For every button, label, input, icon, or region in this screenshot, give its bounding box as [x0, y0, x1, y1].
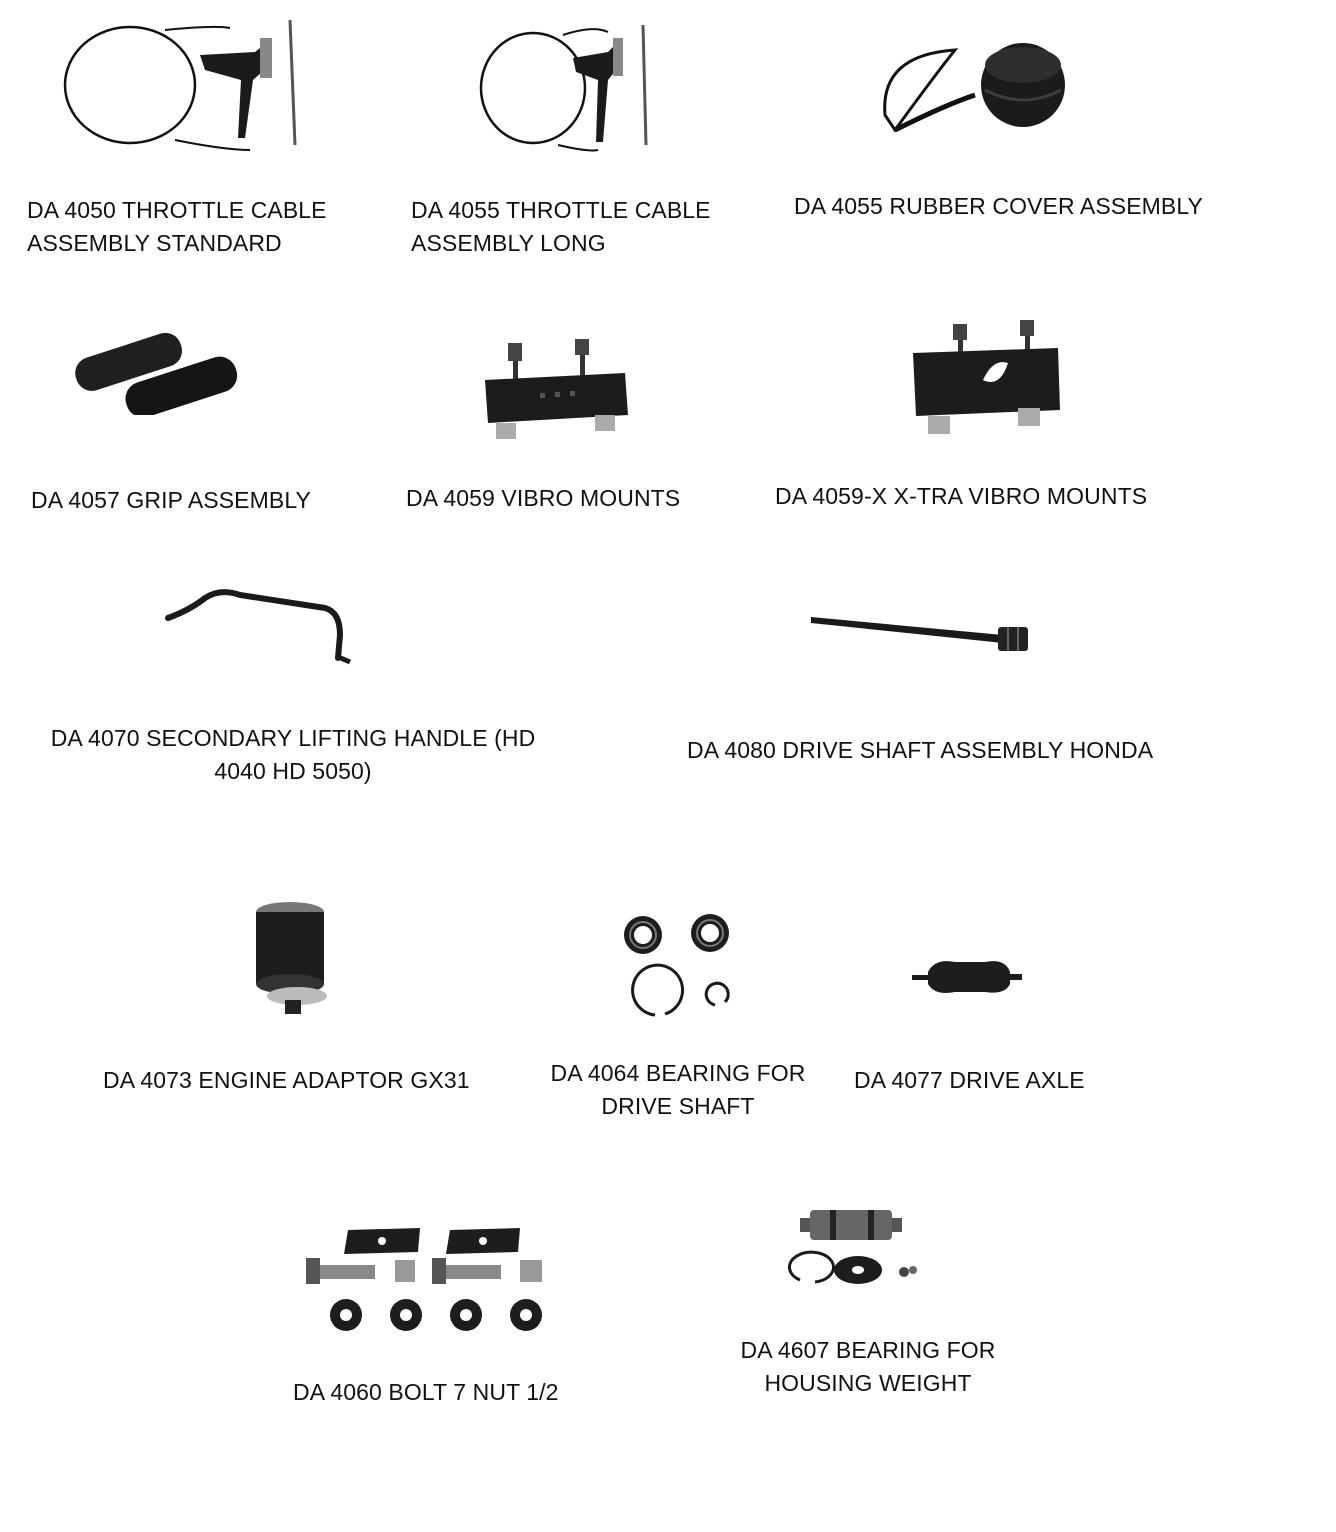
drive-shaft-icon	[808, 605, 1038, 665]
bearing-set-icon	[615, 910, 755, 1025]
throttle-cable-long-icon	[468, 10, 668, 160]
housing-bearing-icon	[770, 1200, 925, 1295]
part-caption-da4050: DA 4050 THROTTLE CABLE ASSEMBLY STANDARD	[27, 197, 327, 256]
vibro-mount-icon	[480, 335, 640, 445]
part-caption-da4607: DA 4607 BEARING FOR HOUSING WEIGHT	[740, 1337, 996, 1396]
rubber-cover-icon	[875, 35, 1075, 145]
drive-axle-icon	[910, 950, 1025, 1005]
part-caption-da4059: DA 4059 VIBRO MOUNTS	[406, 485, 681, 511]
engine-adaptor-icon	[245, 900, 375, 1020]
part-caption-da4077: DA 4077 DRIVE AXLE	[854, 1067, 1085, 1093]
part-caption-da4064: DA 4064 BEARING FOR DRIVE SHAFT	[550, 1060, 806, 1119]
throttle-cable-icon	[55, 10, 315, 160]
part-caption-da4073: DA 4073 ENGINE ADAPTOR GX31	[103, 1067, 470, 1093]
bolt-nut-set-icon	[300, 1220, 560, 1340]
part-caption-da4059x: DA 4059-X X-TRA VIBRO MOUNTS	[775, 483, 1148, 509]
part-caption-da4055-cable: DA 4055 THROTTLE CABLE ASSEMBLY LONG	[411, 197, 711, 256]
lifting-handle-icon	[160, 580, 365, 670]
part-caption-da4055-cover: DA 4055 RUBBER COVER ASSEMBLY	[794, 193, 1203, 219]
part-caption-da4080: DA 4080 DRIVE SHAFT ASSEMBLY HONDA	[687, 737, 1154, 763]
part-caption-da4070: DA 4070 SECONDARY LIFTING HANDLE (HD 404…	[50, 725, 536, 784]
part-caption-da4057: DA 4057 GRIP ASSEMBLY	[31, 487, 311, 513]
xtra-vibro-mount-icon	[908, 318, 1068, 440]
part-caption-da4060: DA 4060 BOLT 7 NUT 1/2	[293, 1379, 559, 1405]
grip-icon	[68, 315, 243, 415]
